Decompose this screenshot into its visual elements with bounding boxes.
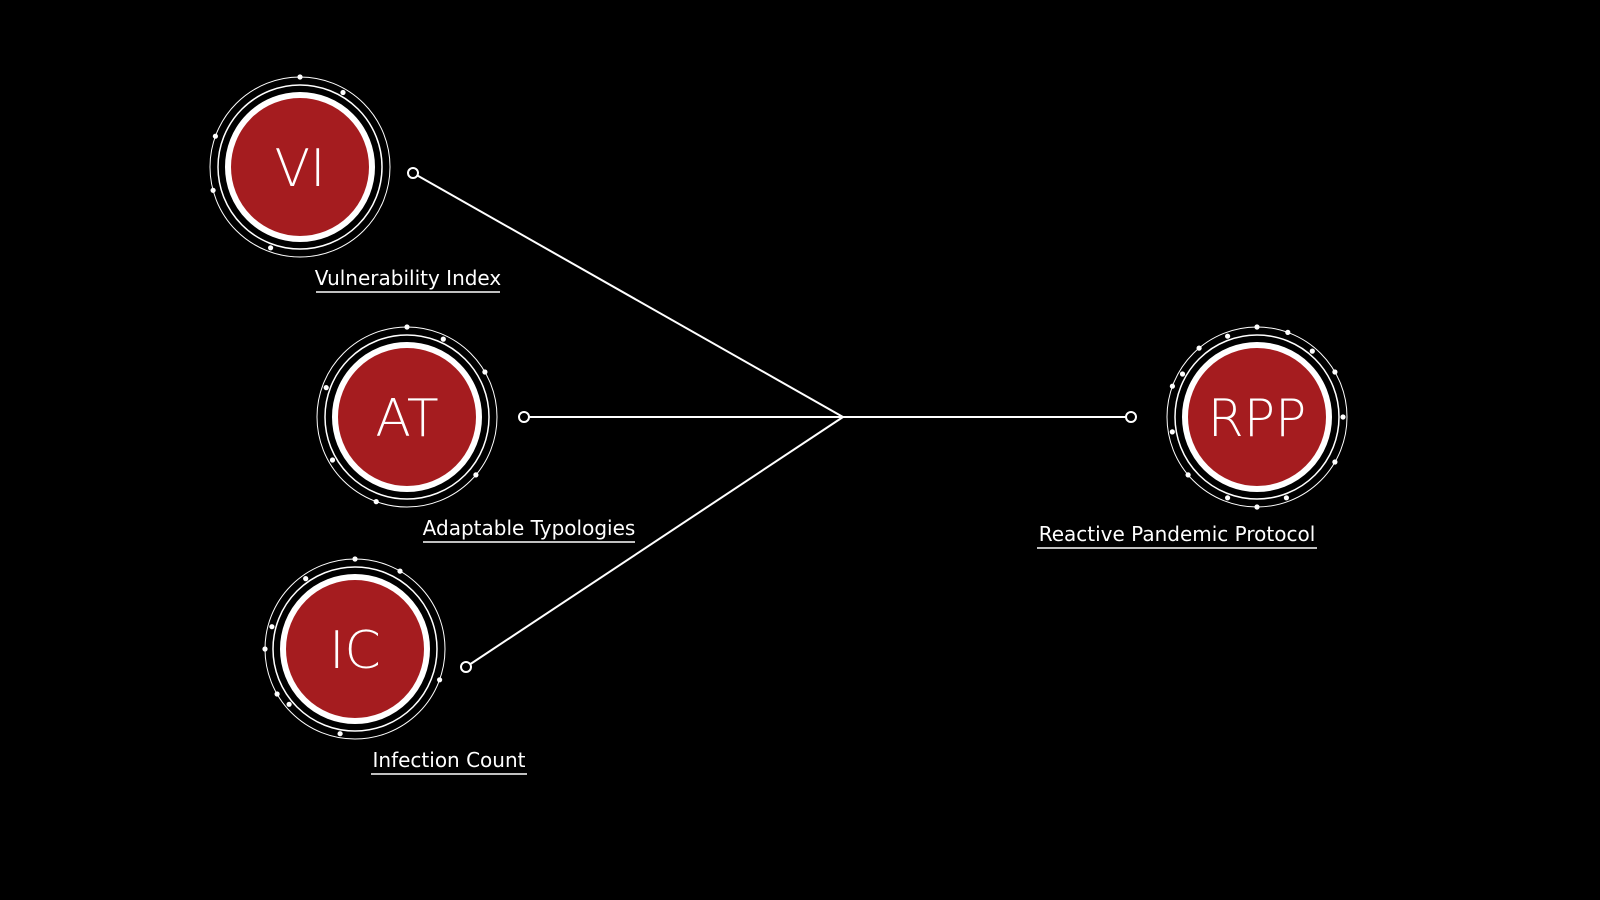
node-ring-dot xyxy=(373,499,379,505)
node-ring-dot xyxy=(340,89,346,96)
node-at-disc xyxy=(332,342,482,492)
node-adaptable-typologies[interactable]: AT Adaptable Typologies xyxy=(316,324,636,543)
node-ring-dot xyxy=(1340,414,1346,420)
node-ring-dot xyxy=(303,576,309,582)
node-ic-abbr: IC xyxy=(329,621,381,681)
node-at-label: Adaptable Typologies xyxy=(423,516,636,540)
node-vi-abbr: VI xyxy=(275,139,326,199)
node-ring-dot xyxy=(210,187,216,193)
node-ring-dot xyxy=(1332,369,1338,375)
node-vulnerability-index[interactable]: VI Vulnerability Index xyxy=(209,74,502,293)
node-ring-dot xyxy=(262,646,268,652)
node-vi-label: Vulnerability Index xyxy=(315,266,502,290)
node-ring-dot xyxy=(274,691,280,697)
node-ring-dot xyxy=(1254,504,1260,510)
node-ring xyxy=(272,566,438,732)
node-ring-dot xyxy=(212,133,218,139)
node-ring xyxy=(217,84,383,250)
node-infection-count[interactable]: IC Infection Count xyxy=(262,556,527,775)
node-ring-dot xyxy=(1309,348,1315,354)
node-ring-dot xyxy=(286,701,292,707)
node-ring xyxy=(324,334,490,500)
node-vi-disc xyxy=(225,92,375,242)
edge-ic-to-junction xyxy=(465,416,844,668)
node-ring-dot xyxy=(269,624,275,630)
node-ring-dot xyxy=(1179,371,1186,377)
edge-endpoint-ic xyxy=(460,661,472,673)
node-reactive-pandemic-protocol[interactable]: RPP Reactive Pandemic Protocol xyxy=(1037,324,1348,549)
node-ring-dot xyxy=(1185,472,1191,478)
node-ring-dot xyxy=(437,677,443,683)
edge-vi-to-junction xyxy=(412,172,844,418)
node-rpp-disc xyxy=(1182,342,1332,492)
edge-endpoint-vi xyxy=(407,167,419,179)
node-ring-dot xyxy=(1169,383,1175,389)
node-ring-dot xyxy=(473,472,479,478)
node-rpp-abbr: RPP xyxy=(1208,389,1307,449)
edge-endpoint-rpp xyxy=(1125,411,1137,423)
node-ring-dot xyxy=(352,556,358,562)
node-ring-dot xyxy=(1285,329,1291,335)
node-ring-dot xyxy=(297,74,303,80)
node-ring-dot xyxy=(1196,345,1202,351)
node-ring-dot xyxy=(1225,333,1231,339)
node-ic-rings xyxy=(262,556,446,740)
node-ic-disc xyxy=(280,574,430,724)
node-ring-dot xyxy=(337,731,343,737)
node-ring xyxy=(1174,334,1340,500)
node-ring-dot xyxy=(323,385,329,391)
node-vi-rings xyxy=(209,74,391,258)
node-ring-dot xyxy=(1225,495,1231,501)
node-rpp-rings xyxy=(1166,324,1348,510)
node-ring-dot xyxy=(482,369,488,375)
node-ic-label: Infection Count xyxy=(373,748,526,772)
node-ring-dot xyxy=(404,324,410,330)
node-ring-dot xyxy=(397,568,403,574)
node-at-abbr: AT xyxy=(375,389,438,449)
node-ring-dot xyxy=(268,245,274,251)
node-ring-dot xyxy=(1169,429,1175,435)
node-ring-dot xyxy=(440,336,446,342)
edge-endpoint-at xyxy=(518,411,530,423)
connectors xyxy=(407,167,1137,673)
node-ring-dot xyxy=(329,457,336,463)
node-ring-dot xyxy=(1254,324,1260,330)
node-ring-dot xyxy=(1283,495,1289,501)
node-ring-dot xyxy=(1332,459,1338,465)
node-rpp-label: Reactive Pandemic Protocol xyxy=(1039,522,1316,546)
node-at-rings xyxy=(316,324,498,508)
